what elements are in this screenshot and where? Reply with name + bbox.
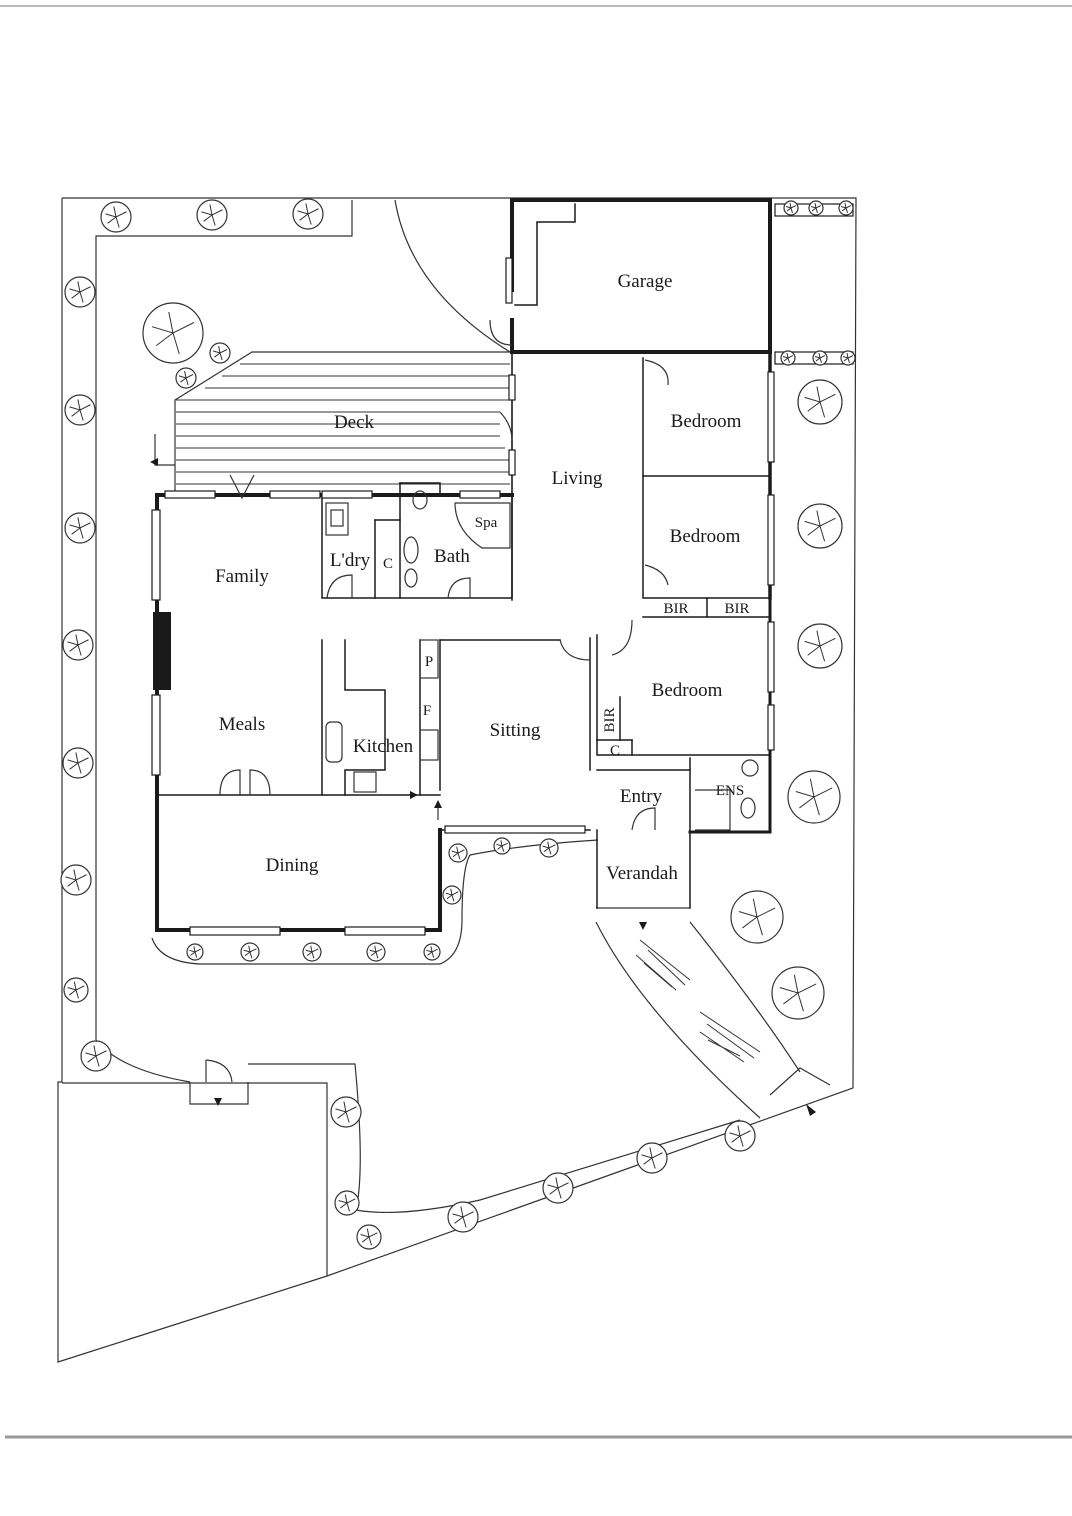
label-family: Family	[215, 566, 269, 587]
label-bath: Bath	[434, 546, 470, 567]
tree-icon	[808, 200, 824, 216]
arrow-icon	[150, 458, 158, 466]
label-laundry: L'dry	[330, 550, 371, 571]
tree-icon	[840, 350, 856, 366]
label-fridge: F	[423, 703, 431, 719]
tree-icon	[812, 350, 828, 366]
tree-icon	[838, 200, 854, 216]
label-cupboard-2: C	[610, 743, 620, 759]
label-spa: Spa	[475, 515, 498, 531]
label-kitchen: Kitchen	[353, 736, 414, 757]
tree-icon	[787, 770, 841, 824]
tree-icon	[447, 1201, 479, 1233]
tree-icon	[783, 200, 799, 216]
tree-icon	[730, 890, 784, 944]
tree-icon	[100, 201, 132, 233]
label-verandah: Verandah	[606, 863, 678, 884]
tree-icon	[797, 379, 843, 425]
door-swing-icon	[219, 319, 669, 831]
tree-icon	[334, 1190, 360, 1216]
tree-icon	[771, 966, 825, 1020]
fireplace	[153, 612, 171, 690]
tree-icon	[356, 1224, 382, 1250]
tree-icon	[64, 394, 96, 426]
tree-icon	[62, 747, 94, 779]
tree-icon	[423, 943, 441, 961]
tree-icon	[240, 942, 260, 962]
tree-icon	[797, 503, 843, 549]
label-deck: Deck	[334, 412, 375, 433]
label-bir-2: BIR	[724, 601, 749, 617]
label-bedroom-2: Bedroom	[670, 526, 741, 547]
label-dining: Dining	[266, 855, 319, 876]
tree-icon	[62, 629, 94, 661]
tree-icon	[366, 942, 386, 962]
tree-icon	[330, 1096, 362, 1128]
scan-edges	[0, 5, 1072, 1439]
label-ensuite: ENS	[716, 783, 744, 799]
tree-icon	[636, 1142, 668, 1174]
tree-icon	[292, 198, 324, 230]
tree-icon	[780, 350, 796, 366]
trees	[60, 198, 856, 1250]
tree-icon	[196, 199, 228, 231]
tree-icon	[542, 1172, 574, 1204]
tree-icon	[175, 367, 197, 389]
room-labels: Garage Deck Living Bedroom Bedroom BIR B…	[215, 271, 749, 884]
fixtures	[214, 490, 816, 1116]
label-garage: Garage	[618, 271, 673, 292]
tree-icon	[448, 843, 468, 863]
tree-icon	[302, 942, 322, 962]
tree-icon	[63, 977, 89, 1003]
label-pantry: P	[425, 654, 433, 670]
label-entry: Entry	[620, 786, 663, 807]
pavers	[635, 939, 761, 1063]
tree-icon	[80, 1040, 112, 1072]
label-bir-3: BIR	[602, 707, 618, 732]
property-boundary	[57, 197, 857, 1363]
tree-icon	[797, 623, 843, 669]
tree-icon	[209, 342, 231, 364]
label-sitting: Sitting	[490, 720, 541, 741]
tree-icon	[60, 864, 92, 896]
label-cupboard-1: C	[383, 556, 393, 572]
label-bir-1: BIR	[663, 601, 688, 617]
tree-icon	[539, 838, 559, 858]
tree-icon	[724, 1120, 756, 1152]
tree-icon	[442, 885, 462, 905]
tree-icon	[493, 837, 511, 855]
tree-icon	[186, 943, 204, 961]
label-living: Living	[552, 468, 603, 489]
label-bedroom-1: Bedroom	[671, 411, 742, 432]
tree-icon	[64, 276, 96, 308]
label-meals: Meals	[219, 714, 265, 735]
tree-icon	[142, 302, 204, 364]
tree-icon	[64, 512, 96, 544]
deck	[150, 351, 513, 496]
label-bedroom-3: Bedroom	[652, 680, 723, 701]
